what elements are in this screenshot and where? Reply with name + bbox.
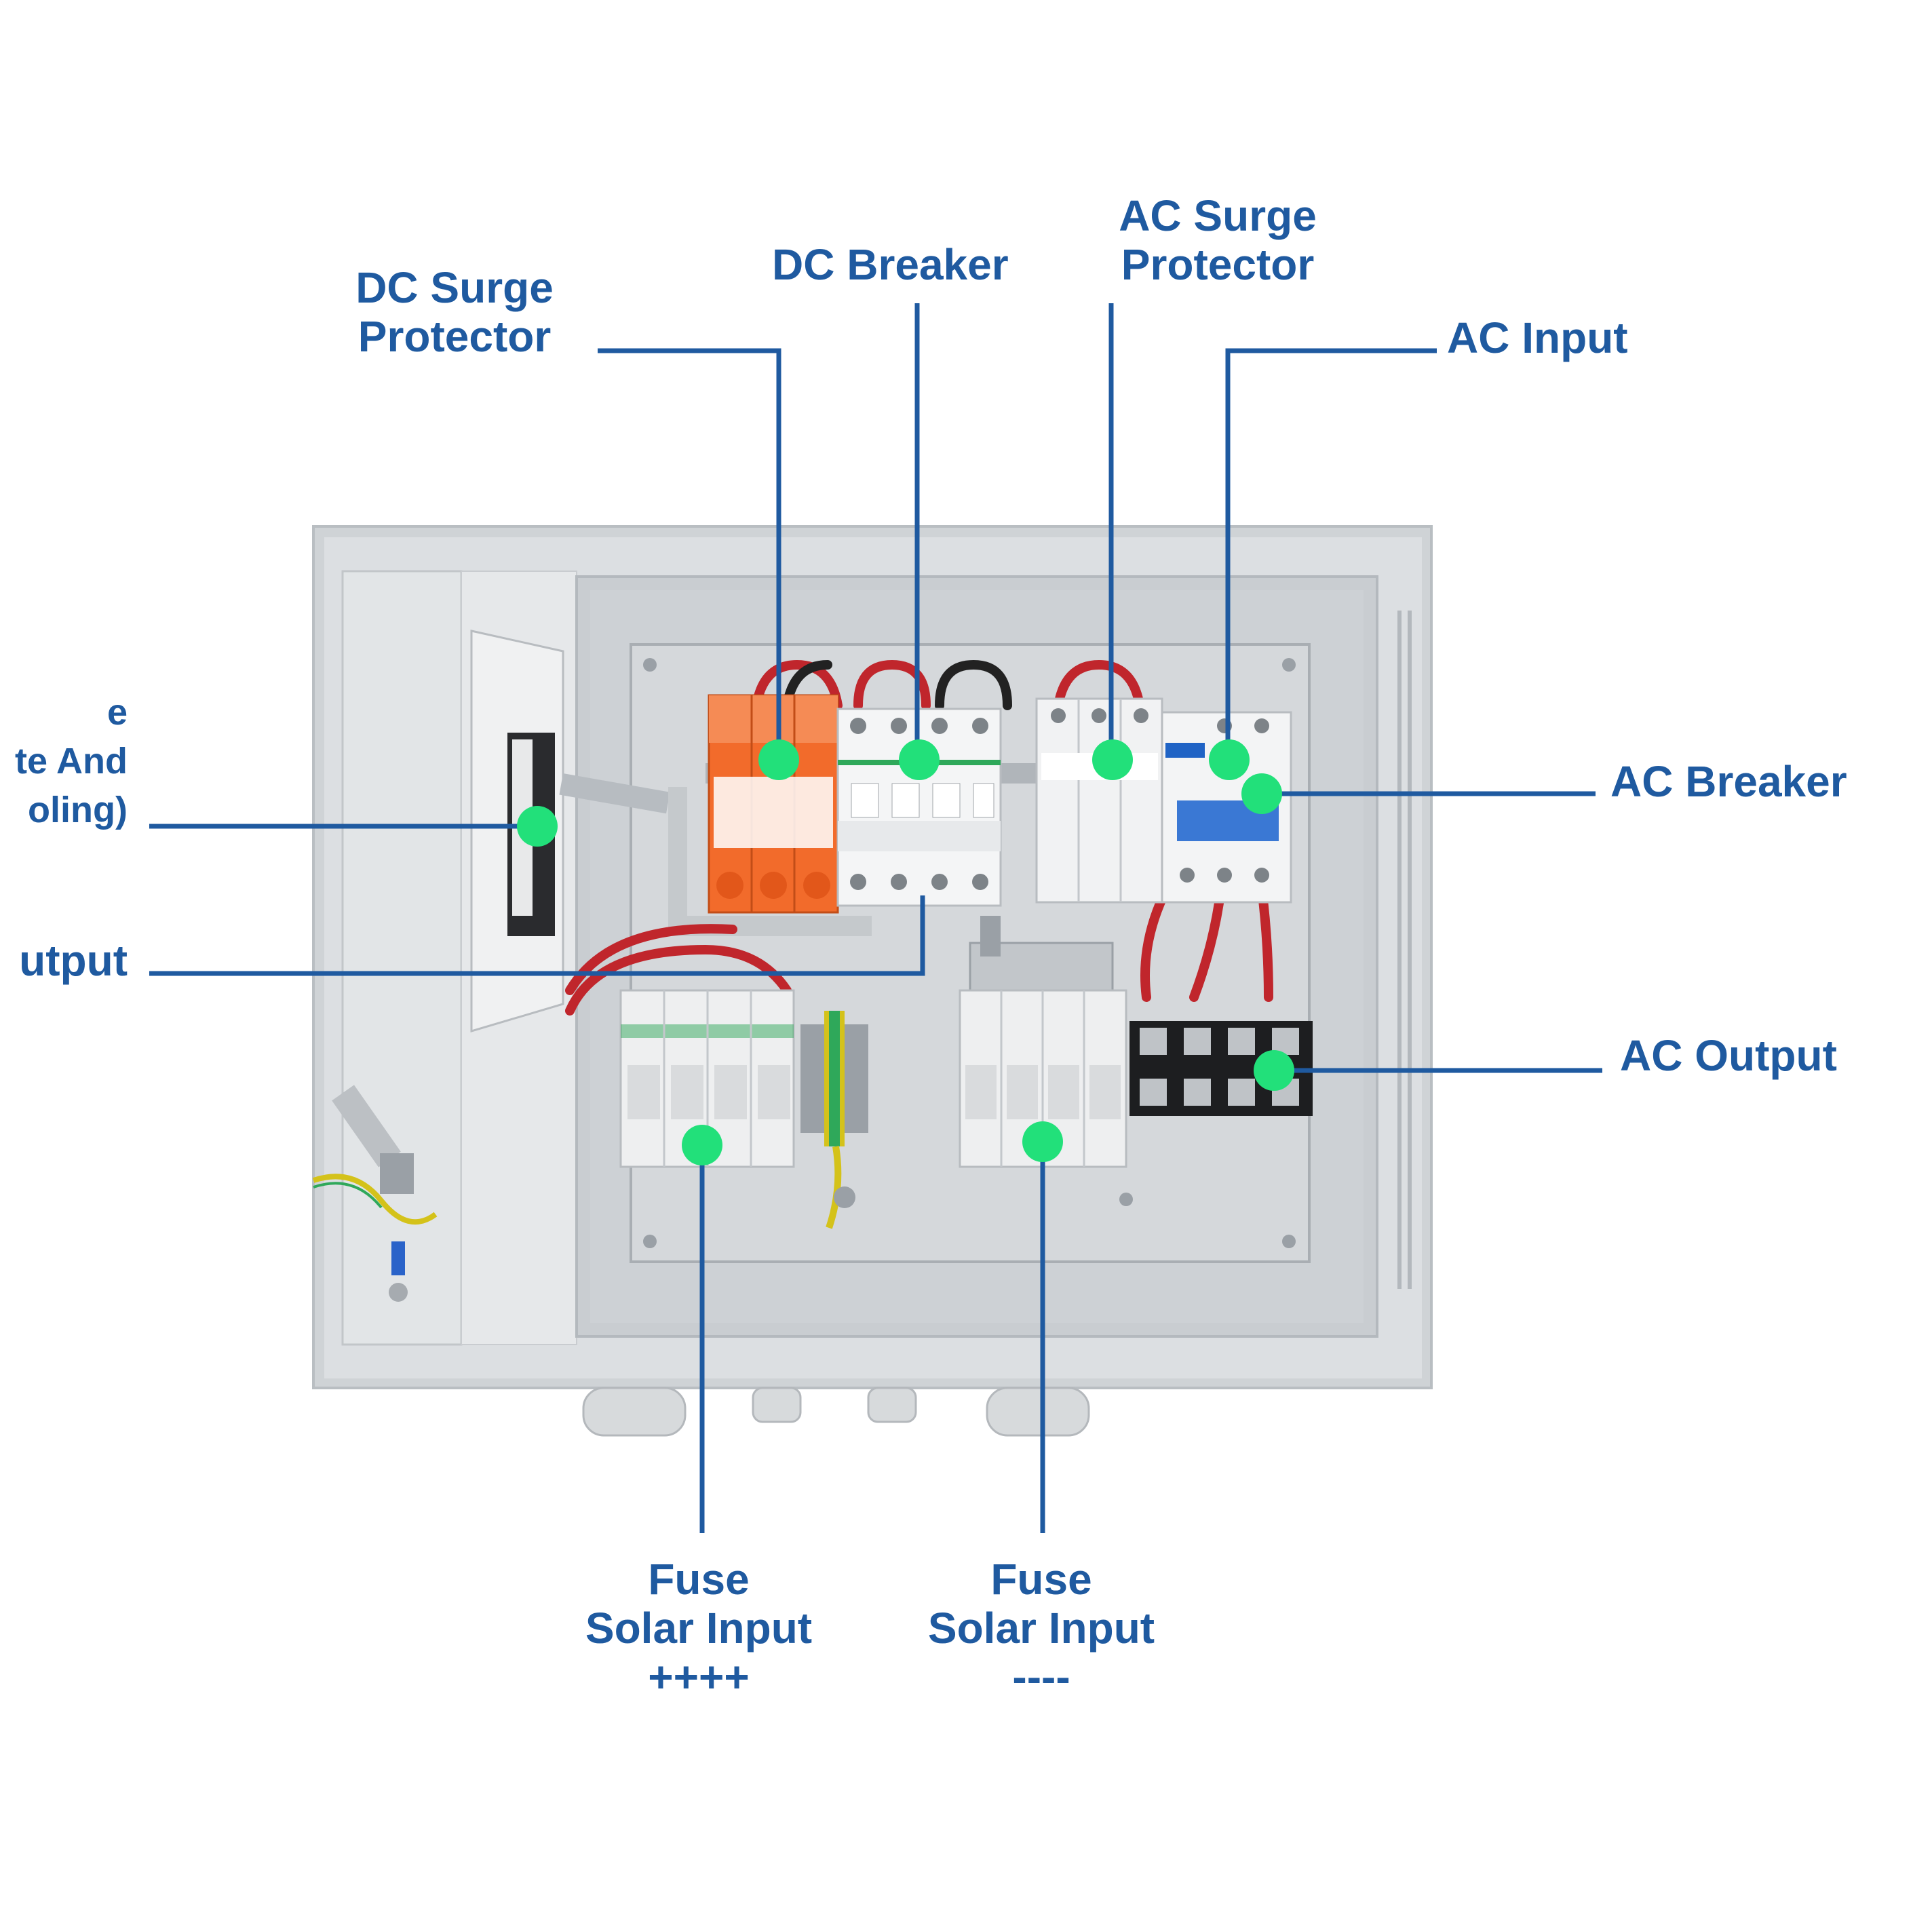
dc-surge-device — [708, 694, 839, 914]
label-ac-surge-protector: AC Surge Protector — [1085, 191, 1350, 289]
label-dc-surge-line1: DC Surge — [355, 263, 554, 312]
label-left-output-cut: utput — [19, 936, 128, 985]
label-dc-breaker: DC Breaker — [772, 240, 1009, 289]
label-fuse-minus-line2: Solar Input — [927, 1604, 1155, 1653]
marker-fuse-plus — [682, 1125, 722, 1165]
ac-terminal-block — [1129, 1021, 1313, 1116]
label-ac-input: AC Input — [1447, 313, 1628, 362]
marker-ac-input — [1209, 739, 1250, 780]
top-wires — [565, 659, 1273, 1016]
label-fuse-plus-line2: Solar Input — [585, 1604, 813, 1653]
leader-dc-surge — [598, 348, 781, 758]
marker-dc-breaker — [899, 739, 940, 780]
label-fuse-minus-line3: ---- — [1012, 1653, 1070, 1701]
marker-ac-breaker — [1241, 773, 1282, 814]
label-dc-surge-protector: DC Surge Protector — [326, 263, 583, 361]
label-left-module-cut: e te And oling) — [0, 688, 128, 834]
label-fuse-plus-line3: ++++ — [648, 1653, 750, 1701]
ground-terminal — [800, 1011, 868, 1229]
label-ac-output: AC Output — [1620, 1031, 1837, 1080]
busbar — [969, 916, 1114, 992]
label-fuse-solar-plus: Fuse Solar Input ++++ — [536, 1555, 862, 1701]
leader-left-output — [149, 895, 925, 976]
label-ac-surge-line1: AC Surge — [1119, 191, 1317, 240]
label-left-cut-line2: te And — [15, 741, 128, 781]
marker-fuse-minus — [1022, 1121, 1063, 1162]
key-and-ground-wire — [312, 1085, 438, 1302]
label-fuse-solar-minus: Fuse Solar Input ---- — [878, 1555, 1204, 1701]
label-fuse-minus-line1: Fuse — [990, 1555, 1092, 1604]
label-left-cut-line3: oling) — [28, 790, 128, 830]
markers — [517, 739, 1294, 1165]
marker-dc-surge — [758, 739, 799, 780]
marker-ac-output — [1254, 1050, 1294, 1091]
fuse-block-minus — [959, 989, 1127, 1168]
label-ac-surge-line2: Protector — [1121, 240, 1315, 289]
leader-lines — [149, 303, 1602, 1533]
label-fuse-plus-line1: Fuse — [648, 1555, 750, 1604]
label-dc-surge-line2: Protector — [358, 312, 552, 361]
marker-left-module — [517, 806, 558, 847]
marker-ac-surge — [1092, 739, 1133, 780]
leader-ac-input — [1225, 348, 1437, 758]
cable-glands — [582, 1387, 1090, 1437]
ac-surge-device — [1035, 697, 1163, 904]
label-ac-breaker: AC Breaker — [1610, 757, 1847, 806]
label-left-cut-line1: e — [107, 692, 128, 733]
